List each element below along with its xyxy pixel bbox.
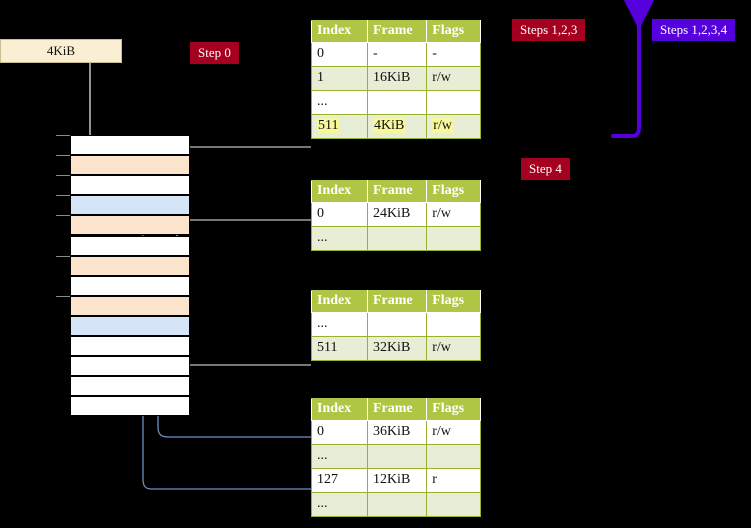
- table-cell: r/w: [426, 336, 481, 361]
- memory-tick: [56, 295, 70, 297]
- table-cell: [366, 90, 428, 115]
- memory-row-13-free: [70, 396, 190, 417]
- column-header-flags: Flags: [426, 20, 481, 43]
- table-cell: -: [426, 42, 481, 67]
- memory-row-9-frame: [70, 315, 190, 336]
- table-cell: [426, 226, 481, 251]
- memory-tick: [56, 135, 70, 136]
- badge-step-0-text: Step 0: [198, 45, 231, 60]
- table-cell: [426, 312, 481, 337]
- column-header-index: Index: [311, 398, 368, 421]
- table-cell: 511: [311, 114, 368, 139]
- table-cell: 32KiB: [366, 336, 428, 361]
- memory-row-0-free: [70, 135, 190, 156]
- memory-tick: [56, 155, 70, 157]
- table-cell: 4KiB: [366, 114, 428, 139]
- memory-row-2-free: [70, 175, 190, 196]
- column-header-flags: Flags: [426, 290, 481, 313]
- memory-row-7-free: [70, 275, 190, 296]
- table-row: 0--: [311, 42, 481, 67]
- table-cell: 16KiB: [366, 66, 428, 91]
- table-cell: [426, 444, 481, 469]
- memory-row-11-free: [70, 356, 190, 377]
- memory-row-8-pagetable: [70, 295, 190, 316]
- physical-memory-column: [56, 135, 190, 417]
- table-cell: [426, 492, 481, 517]
- table-cell: [366, 226, 428, 251]
- column-header-index: Index: [311, 180, 368, 203]
- table-cell: 0: [311, 202, 368, 227]
- table-cell: r: [426, 468, 481, 493]
- badge-steps-1234: Steps 1,2,3,4: [652, 19, 736, 41]
- connector-l2-to-memory: [176, 312, 311, 366]
- table-cell: r/w: [426, 202, 481, 227]
- table-cell: [426, 90, 481, 115]
- table-cell: 0: [311, 420, 368, 445]
- badge-step-0: Step 0: [190, 42, 239, 64]
- table-row: ...: [311, 492, 481, 517]
- table-cell: 0: [311, 42, 368, 67]
- table-cell: 24KiB: [366, 202, 428, 227]
- table-cell: 12KiB: [366, 468, 428, 493]
- table-cell: 36KiB: [366, 420, 428, 445]
- column-header-frame: Frame: [366, 20, 428, 43]
- badge-step-4-text: Step 4: [529, 161, 562, 176]
- table-row: ...: [311, 226, 481, 251]
- column-header-flags: Flags: [426, 180, 481, 203]
- memsize-label: 4KiB: [0, 39, 122, 63]
- memory-row-3-frame: [70, 195, 190, 216]
- memsize-text: 4KiB: [46, 43, 76, 58]
- memory-row-12-free: [70, 376, 190, 397]
- column-header-frame: Frame: [366, 290, 428, 313]
- column-header-flags: Flags: [426, 398, 481, 421]
- table-cell: ...: [311, 492, 368, 517]
- memory-tick: [56, 215, 70, 217]
- column-header-index: Index: [311, 290, 368, 313]
- memory-row-6-pagetable: [70, 255, 190, 276]
- table-cell: ...: [311, 444, 368, 469]
- table-cell: ...: [311, 312, 368, 337]
- column-header-frame: Frame: [366, 180, 428, 203]
- table-cell: r/w: [426, 66, 481, 91]
- table-cell: r/w: [426, 114, 481, 139]
- table-row: ...: [311, 90, 481, 115]
- table-cell: [366, 312, 428, 337]
- memory-row-5-free: [70, 235, 190, 256]
- table-cell: r/w: [426, 420, 481, 445]
- table-cell: [366, 492, 428, 517]
- memory-row-4-pagetable: [70, 215, 190, 236]
- memory-row-10-free: [70, 336, 190, 357]
- badge-step-4: Step 4: [521, 158, 570, 180]
- badge-steps-123-text: Steps 1,2,3: [520, 22, 578, 37]
- connector-l3-to-memory: [176, 219, 311, 232]
- memory-tick: [56, 255, 70, 257]
- badge-steps-123: Steps 1,2,3: [512, 19, 586, 41]
- column-header-index: Index: [311, 20, 368, 43]
- table-cell: 1: [311, 66, 368, 91]
- table-cell: [366, 444, 428, 469]
- column-header-frame: Frame: [366, 398, 428, 421]
- table-cell: 511: [311, 336, 368, 361]
- memory-tick: [56, 195, 70, 197]
- badge-steps-1234-text: Steps 1,2,3,4: [660, 22, 728, 37]
- memory-tick: [56, 175, 70, 177]
- table-cell: ...: [311, 226, 368, 251]
- table-cell: ...: [311, 90, 368, 115]
- table-cell: 127: [311, 468, 368, 493]
- table-cell: -: [366, 42, 428, 67]
- steps-1234-bracket-arrow: [611, 0, 657, 138]
- table-row: ...: [311, 312, 481, 337]
- table-row: ...: [311, 444, 481, 469]
- memory-row-1-pagetable: [70, 155, 190, 176]
